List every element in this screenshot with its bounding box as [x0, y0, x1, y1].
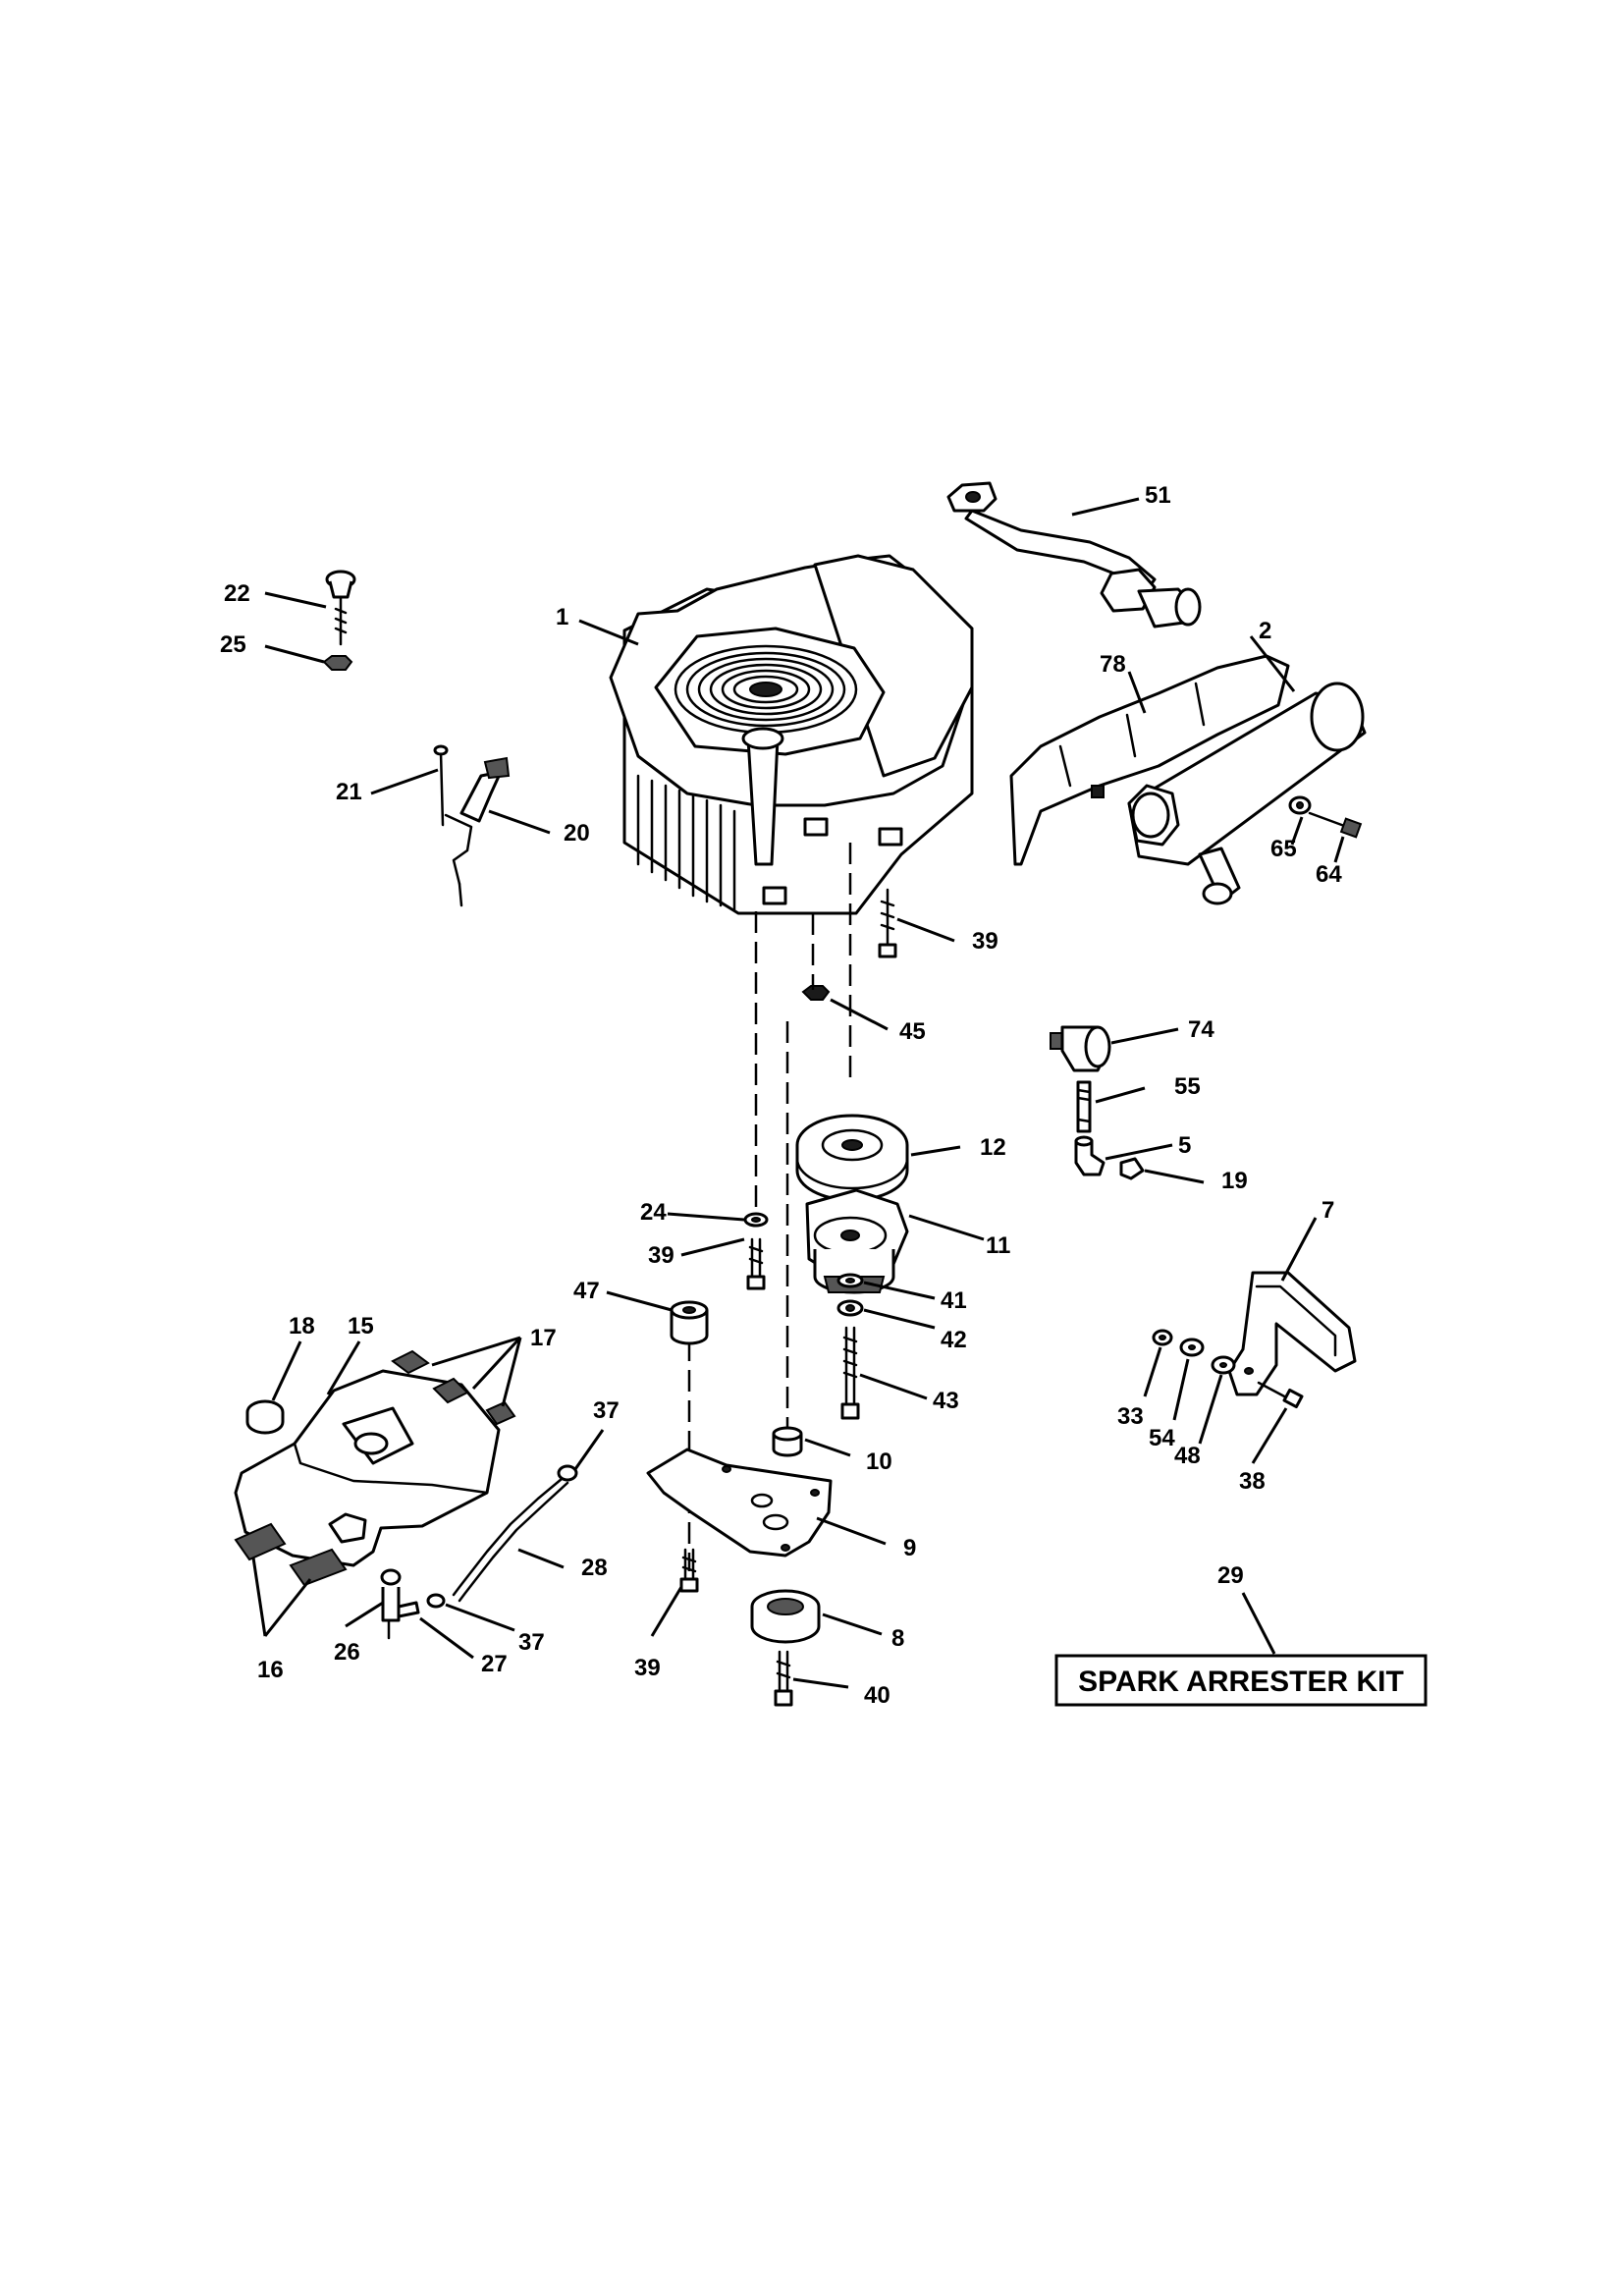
callout-22: 22	[224, 580, 250, 607]
callout-21: 21	[336, 779, 362, 805]
callout-8: 8	[891, 1625, 904, 1652]
bolt-part	[1308, 811, 1363, 839]
engine-part	[609, 554, 974, 915]
callout-55: 55	[1174, 1073, 1201, 1100]
alignment-lines	[687, 843, 852, 1571]
bolt-part	[774, 1650, 793, 1707]
callout-25: 25	[220, 631, 246, 658]
engine-fan-screen	[654, 627, 886, 756]
callout-39-mid: 39	[648, 1242, 674, 1269]
callout-labels: 1 2 78 51 22 25 21 20 65 64 39 45 74 55 …	[220, 482, 1342, 1709]
spacer-part	[670, 1300, 709, 1345]
callout-26: 26	[334, 1639, 360, 1666]
callout-54: 54	[1149, 1425, 1175, 1451]
washer-part	[836, 1273, 864, 1288]
callout-10: 10	[866, 1449, 892, 1475]
callout-5: 5	[1178, 1132, 1191, 1159]
callout-74: 74	[1188, 1016, 1214, 1043]
callout-37-low: 37	[518, 1629, 545, 1656]
washer-part	[1211, 1355, 1236, 1375]
washer-part	[1152, 1329, 1173, 1346]
callout-28: 28	[581, 1555, 608, 1581]
plug-part	[1119, 1157, 1145, 1180]
clamp-part	[557, 1464, 578, 1482]
callout-45: 45	[899, 1018, 926, 1045]
washer-part	[1288, 795, 1312, 815]
callout-65: 65	[1270, 836, 1297, 862]
washer-part	[836, 1299, 864, 1317]
callout-15: 15	[348, 1313, 374, 1339]
callout-78: 78	[1100, 651, 1126, 678]
callout-12: 12	[980, 1134, 1006, 1161]
callout-43: 43	[933, 1388, 959, 1414]
clamp-part	[426, 1593, 446, 1609]
callout-24: 24	[640, 1199, 667, 1226]
clutch-part	[805, 1188, 909, 1294]
bracket-part	[1227, 1271, 1357, 1396]
fuel-line-part	[452, 1477, 569, 1603]
bolt-part	[840, 1326, 860, 1420]
spark-arrester-kit-box: SPARK ARRESTER KIT	[1054, 1654, 1428, 1707]
spacer-part	[772, 1426, 803, 1457]
callout-40: 40	[864, 1682, 890, 1709]
throttle-control-part	[433, 744, 511, 907]
engine-cooling-fins	[636, 774, 736, 911]
callout-17: 17	[530, 1325, 557, 1351]
idler-bracket-part	[646, 1448, 833, 1558]
pipe-nipple-part	[1076, 1080, 1092, 1133]
callout-37-top: 37	[593, 1397, 620, 1424]
washer-part	[1179, 1338, 1205, 1357]
spacer-part	[801, 985, 831, 1001]
callout-38: 38	[1239, 1468, 1266, 1495]
callout-41: 41	[941, 1287, 967, 1314]
callout-29: 29	[1217, 1562, 1244, 1589]
bolt-part	[878, 888, 897, 958]
muffler-part	[1127, 682, 1367, 905]
callout-16: 16	[257, 1657, 284, 1683]
callout-18: 18	[289, 1313, 315, 1339]
elbow-part	[1074, 1135, 1106, 1176]
callout-48: 48	[1174, 1443, 1201, 1469]
callout-19: 19	[1221, 1168, 1248, 1194]
callout-2: 2	[1259, 618, 1271, 644]
heat-shield-part	[1009, 654, 1290, 866]
fuel-cap-part	[245, 1399, 285, 1435]
callout-51: 51	[1145, 482, 1171, 509]
knob-part	[325, 570, 356, 646]
callout-33: 33	[1117, 1403, 1144, 1430]
fitting-part	[380, 1568, 420, 1640]
callout-47: 47	[573, 1278, 600, 1304]
idler-pulley-part	[750, 1589, 821, 1644]
callout-9: 9	[903, 1535, 916, 1561]
pad-part	[391, 1349, 516, 1426]
callout-27: 27	[481, 1651, 508, 1677]
spark-arrester-kit-label: SPARK ARRESTER KIT	[1078, 1666, 1404, 1698]
bolt-part	[746, 1237, 766, 1290]
nut-part	[322, 655, 353, 671]
callout-1: 1	[556, 604, 568, 630]
leader-lines	[251, 497, 1345, 1689]
callout-64: 64	[1316, 861, 1342, 888]
callout-39-top: 39	[972, 928, 998, 955]
bolt-part	[1257, 1381, 1304, 1409]
callout-20: 20	[564, 820, 590, 847]
callout-39-low: 39	[634, 1655, 661, 1681]
callout-42: 42	[941, 1327, 967, 1353]
exhaust-pipe-part	[946, 481, 1202, 629]
callout-11: 11	[986, 1232, 1010, 1259]
washer-part	[743, 1212, 769, 1228]
pad-part	[234, 1522, 348, 1587]
elbow-fitting-part	[1050, 1025, 1111, 1072]
pulley-part	[795, 1114, 909, 1202]
bolt-part	[679, 1548, 699, 1593]
callout-7: 7	[1321, 1197, 1334, 1224]
